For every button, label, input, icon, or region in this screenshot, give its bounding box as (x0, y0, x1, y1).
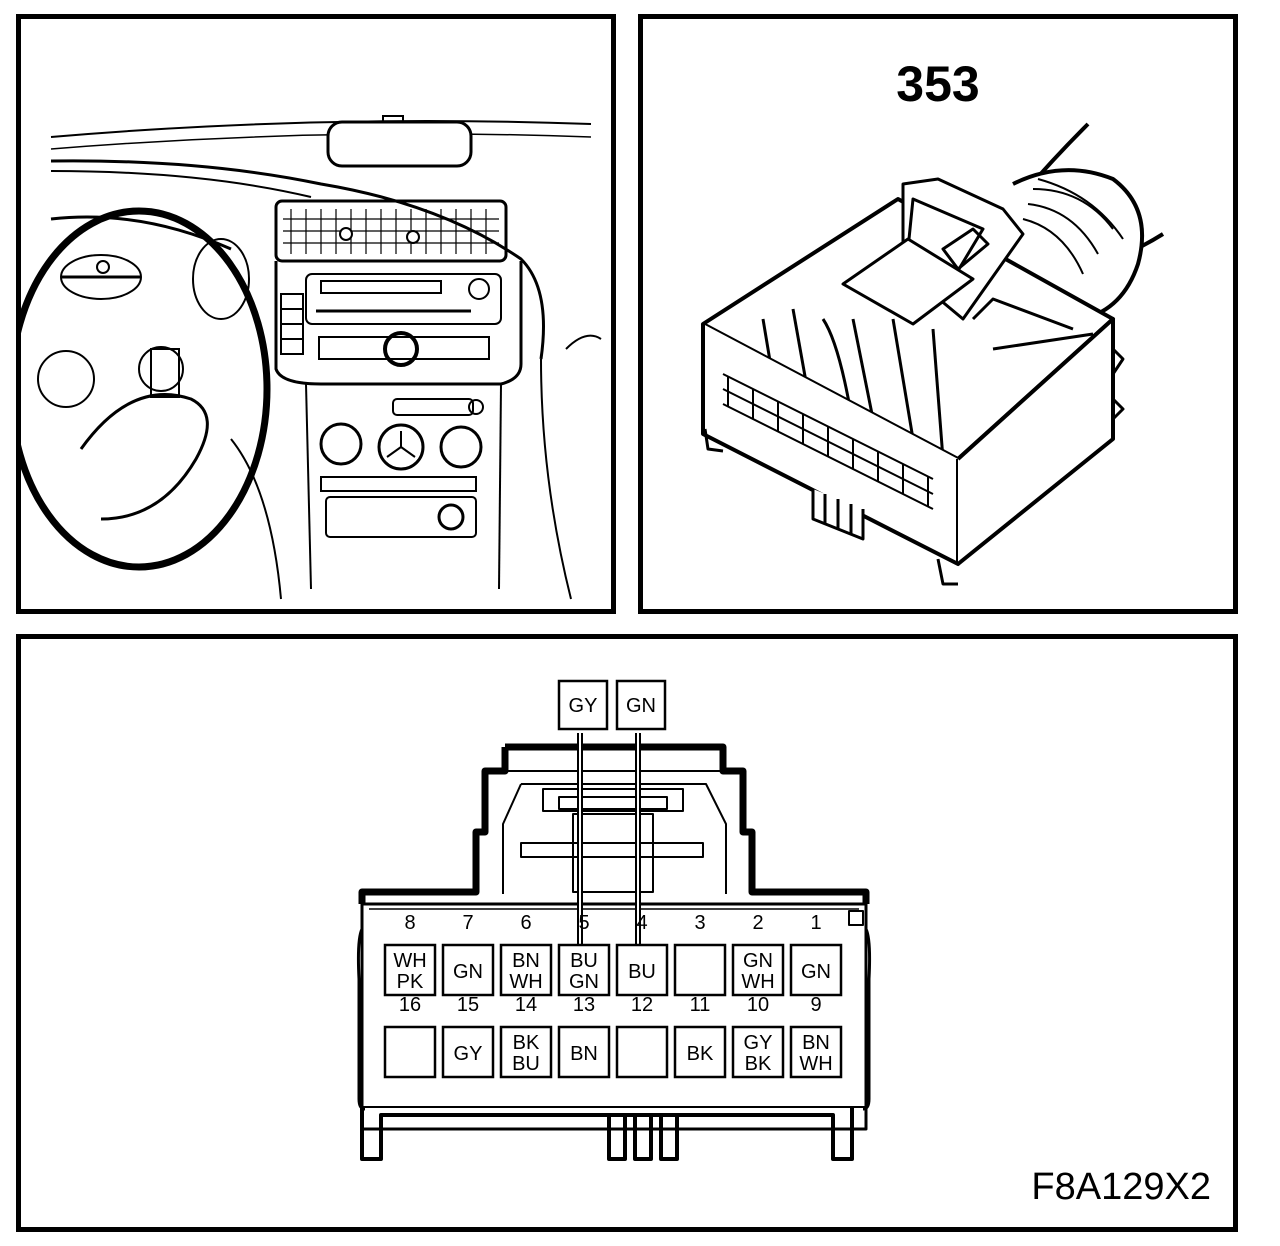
pin-wire-color: BK (513, 1032, 540, 1054)
wire-tag-label: GN (626, 695, 656, 717)
pin-wire-color: BN (802, 1032, 830, 1054)
pin-16: 16 (383, 994, 437, 1079)
pin-12: 12 (615, 994, 669, 1079)
connector-number: 353 (896, 56, 980, 112)
pin-number: 12 (631, 994, 653, 1016)
pin-number: 1 (810, 912, 821, 934)
pin-box (499, 943, 553, 997)
pin-number: 3 (694, 912, 705, 934)
pin-wire-color: GY (454, 1043, 483, 1065)
pin-4: 4BU (615, 912, 669, 997)
dashboard-illustration (21, 115, 602, 600)
pin-number: 2 (752, 912, 763, 934)
pin-wire-color: GN (801, 961, 831, 983)
pin-wire-color: GY (744, 1032, 773, 1054)
pin-number: 11 (690, 994, 711, 1016)
pin-number: 7 (462, 912, 473, 934)
pin-wire-color: WH (799, 1053, 832, 1075)
pin-number: 5 (578, 912, 589, 934)
pin-box (499, 1025, 553, 1079)
pin-wire-color: GN (569, 971, 599, 993)
pin-wire-color: BU (570, 950, 598, 972)
pin-wire-color: BU (512, 1053, 540, 1075)
pin-box (673, 943, 727, 997)
pin-number: 13 (573, 994, 595, 1016)
pin-box (731, 1025, 785, 1079)
pin-wire-color: BN (570, 1043, 598, 1065)
wire-tag-label: GY (569, 695, 598, 717)
pin-number: 14 (515, 994, 537, 1016)
pin-wire-color: BK (687, 1043, 714, 1065)
pin-box (731, 943, 785, 997)
pin-box (615, 1025, 669, 1079)
pin-wire-color: BK (745, 1053, 772, 1075)
pin-box (789, 1025, 843, 1079)
pin-box (557, 943, 611, 997)
pin-box (615, 943, 669, 997)
pin-wire-color: WH (509, 971, 542, 993)
pin-3: 3 (673, 912, 727, 997)
pin-number: 15 (457, 994, 479, 1016)
pin-number: 16 (399, 994, 421, 1016)
pin-wire-color: WH (393, 950, 426, 972)
pin-number: 4 (636, 912, 647, 934)
dashboard-location-panel (16, 14, 616, 614)
pin-wire-color: PK (397, 971, 424, 993)
pin-box (441, 1025, 495, 1079)
pin-box (383, 943, 437, 997)
pin-1: 1GN (789, 912, 843, 997)
pin-wire-color: BU (628, 961, 656, 983)
pin-box (383, 1025, 437, 1079)
figure-code: F8A129X2 (1031, 1166, 1211, 1208)
pin-number: 10 (747, 994, 769, 1016)
pin-box (673, 1025, 727, 1079)
pin-box (557, 1025, 611, 1079)
wire-tag-gn: GN (615, 679, 667, 731)
pin-wire-color: BN (512, 950, 540, 972)
pin-wire-color: GN (743, 950, 773, 972)
pin-wire-color: WH (741, 971, 774, 993)
pin-7: 7GN (441, 912, 495, 997)
pin-number: 8 (404, 912, 415, 934)
connector-illustration-panel: 353 (638, 14, 1238, 614)
pin-box (789, 943, 843, 997)
pin-number: 9 (810, 994, 821, 1016)
connector-3d-illustration (701, 122, 1165, 586)
wire-tag-gy: GY (557, 679, 609, 731)
pin-wire-color: GN (453, 961, 483, 983)
pin-box (441, 943, 495, 997)
pin-number: 6 (520, 912, 531, 934)
